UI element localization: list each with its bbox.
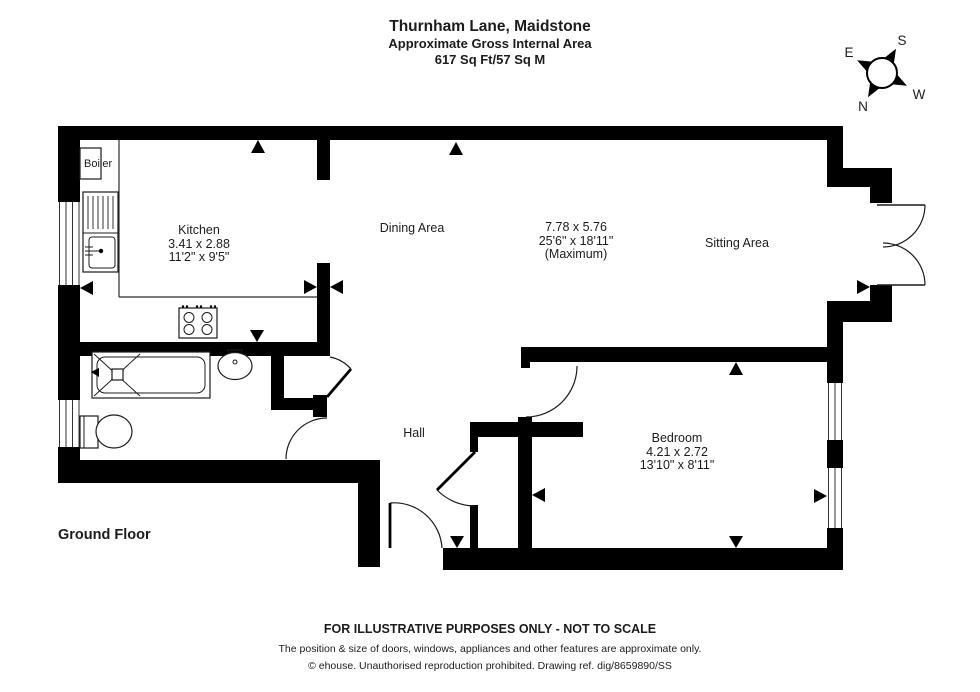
wall-sitting-bedroom-divider xyxy=(521,347,843,362)
bathroom-door-arc xyxy=(285,417,328,460)
measure-arrow-left xyxy=(532,488,545,502)
shower-arrow-icon xyxy=(91,368,99,377)
area-value: 617 Sq Ft/57 Sq M xyxy=(435,52,546,67)
hob xyxy=(178,305,218,339)
wall-kitchen-dining xyxy=(317,263,330,356)
boiler-label: Boiler xyxy=(84,158,112,170)
room-labels: Kitchen 3.41 x 2.88 11'2" x 9'5" Dining … xyxy=(168,220,769,472)
wall-frenchdoor-stub-top xyxy=(870,187,892,203)
doors xyxy=(285,204,926,549)
kitchen-metric: 3.41 x 2.88 xyxy=(168,237,230,251)
wall-sitting-right-lower xyxy=(827,301,843,362)
page-title: Thurnham Lane, Maidstone xyxy=(389,18,591,35)
compass-label-e: E xyxy=(844,45,853,60)
wall-left-mid xyxy=(58,285,80,400)
living-metric: 7.78 x 5.76 xyxy=(545,220,607,234)
hall-label: Hall xyxy=(403,426,425,440)
wall-cupboard-stub-lower xyxy=(470,505,478,548)
measure-arrow-down xyxy=(450,536,464,548)
compass-rose: S E W N xyxy=(844,33,925,114)
wall-cupboard-stub-upper xyxy=(470,437,478,452)
header: Thurnham Lane, Maidstone Approximate Gro… xyxy=(388,18,592,67)
measure-arrow-up xyxy=(449,142,463,155)
bathroom-fixtures xyxy=(79,349,253,449)
boiler-unit: Boiler xyxy=(79,147,112,180)
french-doors xyxy=(877,204,926,286)
wall-top xyxy=(58,126,843,140)
bedroom-name: Bedroom xyxy=(652,431,703,445)
wash-basin xyxy=(217,349,253,381)
bedroom-imperial: 13'10" x 8'11" xyxy=(640,458,715,472)
wall-sitting-right-upper xyxy=(827,140,843,187)
footer: FOR ILLUSTRATIVE PURPOSES ONLY - NOT TO … xyxy=(279,622,702,672)
wall-alcove-left xyxy=(271,356,284,410)
wall-bay-bottom xyxy=(843,301,892,322)
footer-disclaimer: FOR ILLUSTRATIVE PURPOSES ONLY - NOT TO … xyxy=(324,622,656,636)
compass-point-s xyxy=(883,48,896,65)
dining-label: Dining Area xyxy=(380,221,445,235)
wall-bedroom-right-a xyxy=(827,362,843,383)
kitchen-name: Kitchen xyxy=(178,223,220,237)
wall-bedroom-right-b xyxy=(827,528,843,570)
tap-icon xyxy=(85,246,104,256)
french-door-arc-top xyxy=(882,204,926,248)
window-bathroom-left xyxy=(59,400,80,447)
wall-bay-top xyxy=(843,168,892,187)
compass-label-s: S xyxy=(897,33,906,48)
bedroom-door-arc xyxy=(525,365,578,418)
measure-arrow-down xyxy=(250,330,264,342)
measure-arrow-right xyxy=(857,280,870,294)
kitchen-imperial: 11'2" x 9'5" xyxy=(169,250,230,264)
french-door-arc-bottom xyxy=(882,242,926,286)
kitchen-sink xyxy=(82,191,119,273)
boiler-box xyxy=(79,147,102,180)
bedroom-label: Bedroom 4.21 x 2.72 13'10" x 8'11" xyxy=(640,431,715,472)
wall-entrance-step xyxy=(358,483,380,567)
kitchen-label: Kitchen 3.41 x 2.88 11'2" x 9'5" xyxy=(168,223,230,264)
measure-arrow-right xyxy=(814,489,827,503)
measure-arrow-right xyxy=(304,280,317,294)
walls xyxy=(58,126,892,570)
sitting-label: Sitting Area xyxy=(705,236,769,250)
living-dimensions-label: 7.78 x 5.76 25'6" x 18'11" (Maximum) xyxy=(539,220,614,261)
bath-tub xyxy=(91,351,211,399)
living-imperial: 25'6" x 18'11" xyxy=(539,234,614,248)
wall-hall-bedroom-divider xyxy=(518,417,532,548)
window-bedroom-upper xyxy=(828,383,842,440)
wall-bedroom-right-sill xyxy=(827,440,843,468)
living-qualifier: (Maximum) xyxy=(545,247,608,261)
wall-bottom xyxy=(443,548,843,570)
measure-arrow-left xyxy=(330,280,343,294)
measure-arrow-down xyxy=(729,536,743,548)
page-subtitle: Approximate Gross Internal Area xyxy=(388,36,592,51)
compass-label-w: W xyxy=(913,87,926,102)
alcove-cupboard-door xyxy=(325,356,353,398)
kitchen-fixtures: Boiler xyxy=(79,140,317,339)
measure-arrows xyxy=(80,140,870,548)
compass-circle xyxy=(866,57,898,89)
measure-arrow-up xyxy=(729,362,743,375)
wall-bedroom-door-lip xyxy=(521,362,530,368)
wall-alcove-bottom xyxy=(271,398,320,410)
wall-alcove-stub xyxy=(313,395,327,417)
wall-frenchdoor-stub-bottom xyxy=(870,285,892,301)
toilet xyxy=(79,414,133,449)
wall-bathroom-bottom xyxy=(58,460,380,483)
measure-arrow-left xyxy=(80,281,93,295)
footer-copyright: © ehouse. Unauthorised reproduction proh… xyxy=(308,660,672,672)
footer-note: The position & size of doors, windows, a… xyxy=(279,643,702,655)
window-kitchen-left xyxy=(59,202,80,285)
wall-left-upper xyxy=(58,126,80,202)
bedroom-metric: 4.21 x 2.72 xyxy=(646,445,708,459)
hall-cupboard-door xyxy=(436,451,476,507)
entrance-door xyxy=(388,502,443,549)
window-bedroom-lower xyxy=(828,468,842,528)
windows xyxy=(59,202,842,528)
compass-point-n xyxy=(868,81,881,98)
floor-label: Ground Floor xyxy=(58,527,151,543)
wall-kitchen-dining-stub xyxy=(317,140,330,180)
compass-label-n: N xyxy=(858,99,868,114)
measure-arrow-up xyxy=(251,140,265,153)
